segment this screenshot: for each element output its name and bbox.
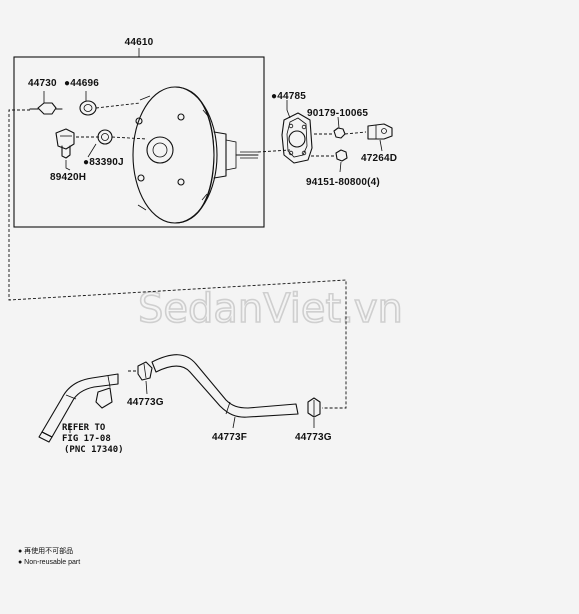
label-83390j: ●83390J bbox=[83, 157, 124, 168]
legend-en: ● Non-reusable part bbox=[18, 559, 80, 566]
nut-90179 bbox=[314, 116, 367, 139]
refer-line-2: FIG 17-08 bbox=[62, 434, 111, 444]
label-44773g-left: 44773G bbox=[127, 397, 164, 408]
label-89420h: 89420H bbox=[50, 172, 86, 183]
label-94151: 94151-80800(4) bbox=[306, 177, 380, 188]
vacuum-pipe-left bbox=[38, 373, 119, 443]
check-valve bbox=[29, 91, 63, 115]
label-90179: 90179-10065 bbox=[307, 108, 368, 119]
brake-booster bbox=[132, 86, 259, 224]
refer-line-3: (PNC 17340) bbox=[64, 445, 124, 455]
clamp-44773g-right bbox=[307, 397, 321, 428]
label-44610: 44610 bbox=[125, 37, 154, 48]
legend-jp: ● 再使用不可部品 bbox=[18, 546, 73, 555]
grommet-83390 bbox=[87, 129, 148, 158]
label-44773f: 44773F bbox=[212, 432, 247, 443]
refer-line-1: REFER TO bbox=[62, 423, 106, 433]
connection-dashed-line bbox=[8, 109, 347, 409]
label-47264d: 47264D bbox=[361, 153, 397, 164]
label-44785: ●44785 bbox=[271, 91, 306, 102]
nut-94151 bbox=[311, 149, 348, 173]
label-44773g-right: 44773G bbox=[295, 432, 332, 443]
watermark: SedanViet.vn bbox=[138, 286, 403, 332]
vacuum-hose bbox=[151, 354, 299, 429]
clevis-47264 bbox=[367, 123, 393, 152]
clamp-44773g-left bbox=[137, 361, 153, 395]
grommet-44696 bbox=[79, 91, 141, 116]
label-44730: 44730 bbox=[28, 78, 57, 89]
gasket-44785 bbox=[257, 100, 313, 164]
label-44696: ●44696 bbox=[64, 78, 99, 89]
